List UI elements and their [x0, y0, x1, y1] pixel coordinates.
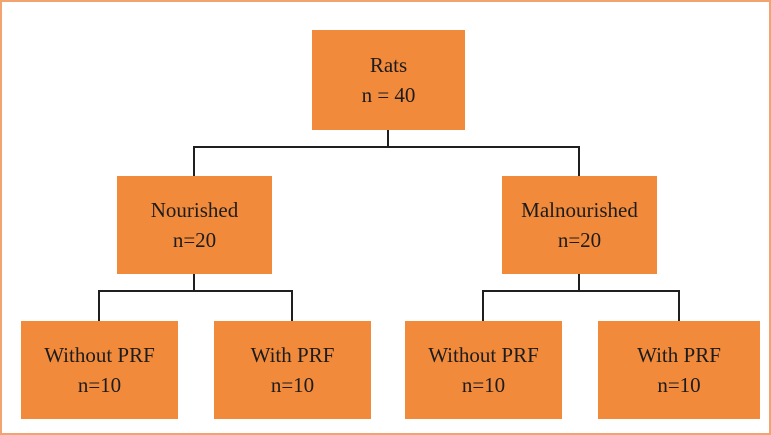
node-malnourished-label: Malnourished	[521, 198, 638, 222]
connector-nourished-horizontal	[98, 290, 293, 292]
node-malnourished-with-prf: With PRF n=10	[598, 321, 760, 419]
connector-rats-stub	[387, 130, 389, 148]
node-nourished: Nourished n=20	[117, 176, 272, 274]
node-nourished-with-prf-label: With PRF	[250, 343, 335, 367]
connector-malnourished-stub	[578, 274, 580, 292]
node-nourished-count: n=20	[172, 228, 217, 252]
connector-level1-horizontal	[193, 146, 580, 148]
node-nourished-without-prf: Without PRF n=10	[21, 321, 178, 419]
node-malnourished-without-prf: Without PRF n=10	[405, 321, 562, 419]
node-malnourished: Malnourished n=20	[502, 176, 657, 274]
node-nourished-with-prf-count: n=10	[270, 373, 315, 397]
node-nourished-without-prf-count: n=10	[77, 373, 122, 397]
connector-to-nourished	[193, 146, 195, 176]
node-malnourished-count: n=20	[557, 228, 602, 252]
node-malnourished-without-prf-label: Without PRF	[428, 343, 539, 367]
connector-to-nourished-with-prf	[291, 290, 293, 321]
connector-to-malnourished	[578, 146, 580, 176]
node-rats: Rats n = 40	[312, 30, 465, 130]
node-malnourished-with-prf-label: With PRF	[637, 343, 721, 367]
node-nourished-without-prf-label: Without PRF	[44, 343, 155, 367]
node-nourished-label: Nourished	[150, 198, 239, 222]
node-malnourished-with-prf-count: n=10	[657, 373, 701, 397]
connector-to-nourished-without-prf	[98, 290, 100, 321]
connector-to-malnourished-with-prf	[678, 290, 680, 321]
node-rats-count: n = 40	[361, 83, 416, 107]
connector-malnourished-horizontal	[482, 290, 680, 292]
connector-to-malnourished-without-prf	[482, 290, 484, 321]
node-nourished-with-prf: With PRF n=10	[214, 321, 371, 419]
node-rats-label: Rats	[369, 53, 408, 77]
connector-nourished-stub	[193, 274, 195, 292]
node-malnourished-without-prf-count: n=10	[461, 373, 506, 397]
